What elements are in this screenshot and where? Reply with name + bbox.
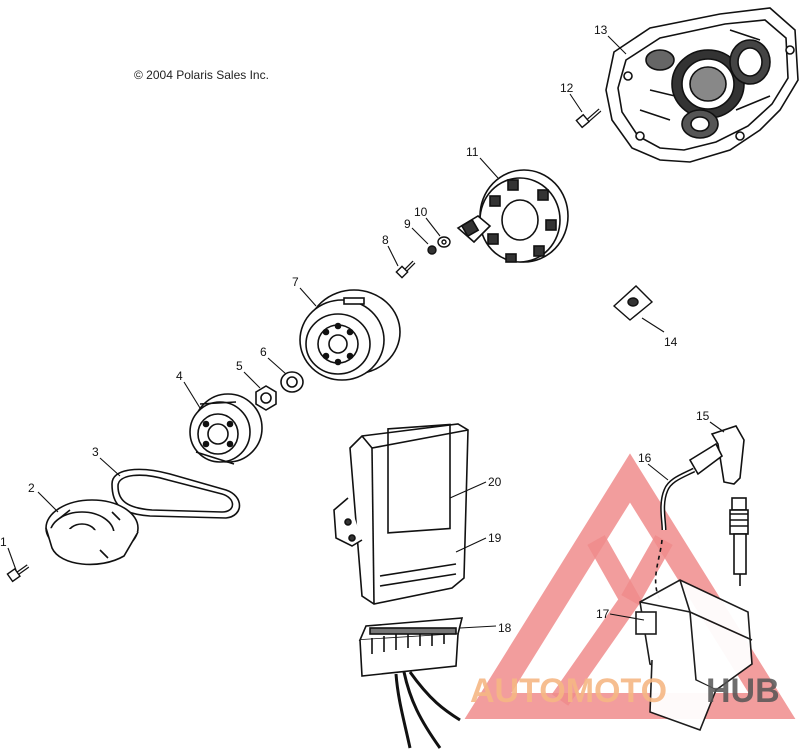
callout-17: 17 xyxy=(596,607,610,621)
callout-7: 7 xyxy=(292,275,299,289)
spark-plug-cap-icon xyxy=(688,425,749,586)
clip-nut-icon xyxy=(612,285,654,321)
bolt-icon xyxy=(6,564,30,583)
bolt-icon xyxy=(575,108,602,129)
callout-9: 9 xyxy=(404,217,411,231)
callout-2: 2 xyxy=(28,481,35,495)
watermark-part1: AUTOMOTO xyxy=(470,672,667,710)
callout-14: 14 xyxy=(664,335,678,349)
nut-icon xyxy=(255,385,277,411)
ignition-wire-icon xyxy=(654,467,696,601)
callout-10: 10 xyxy=(414,205,428,219)
callout-1: 1 xyxy=(0,535,7,549)
small-nut-icon xyxy=(437,236,451,248)
ignition-coil-icon xyxy=(635,579,753,732)
callout-6: 6 xyxy=(260,345,267,359)
watermark-text: AUTOMOTO HUB xyxy=(470,672,780,710)
callout-4: 4 xyxy=(176,369,183,383)
callout-13: 13 xyxy=(594,23,608,37)
hub-cover-icon xyxy=(45,499,139,566)
pulley-icon xyxy=(189,393,263,465)
callout-16: 16 xyxy=(638,451,652,465)
small-washer-icon xyxy=(427,245,437,255)
callout-11: 11 xyxy=(466,145,479,159)
copyright-notice: © 2004 Polaris Sales Inc. xyxy=(134,68,269,82)
drive-belt-icon xyxy=(111,468,241,519)
cdi-box-icon xyxy=(333,423,469,605)
callout-5: 5 xyxy=(236,359,243,373)
callout-3: 3 xyxy=(92,445,99,459)
screw-icon xyxy=(395,260,416,279)
connector-icon xyxy=(358,617,464,749)
washer-icon xyxy=(280,371,304,393)
callout-8: 8 xyxy=(382,233,389,247)
callout-15: 15 xyxy=(696,409,710,423)
watermark-part2: HUB xyxy=(706,672,780,710)
crankcase-cover-icon xyxy=(605,7,799,163)
flywheel-icon xyxy=(299,289,401,381)
leader-lines xyxy=(7,35,725,629)
callout-18: 18 xyxy=(498,621,512,635)
callout-12: 12 xyxy=(560,81,574,95)
callout-20: 20 xyxy=(488,475,502,489)
stator-icon xyxy=(456,169,569,263)
callout-19: 19 xyxy=(488,531,502,545)
